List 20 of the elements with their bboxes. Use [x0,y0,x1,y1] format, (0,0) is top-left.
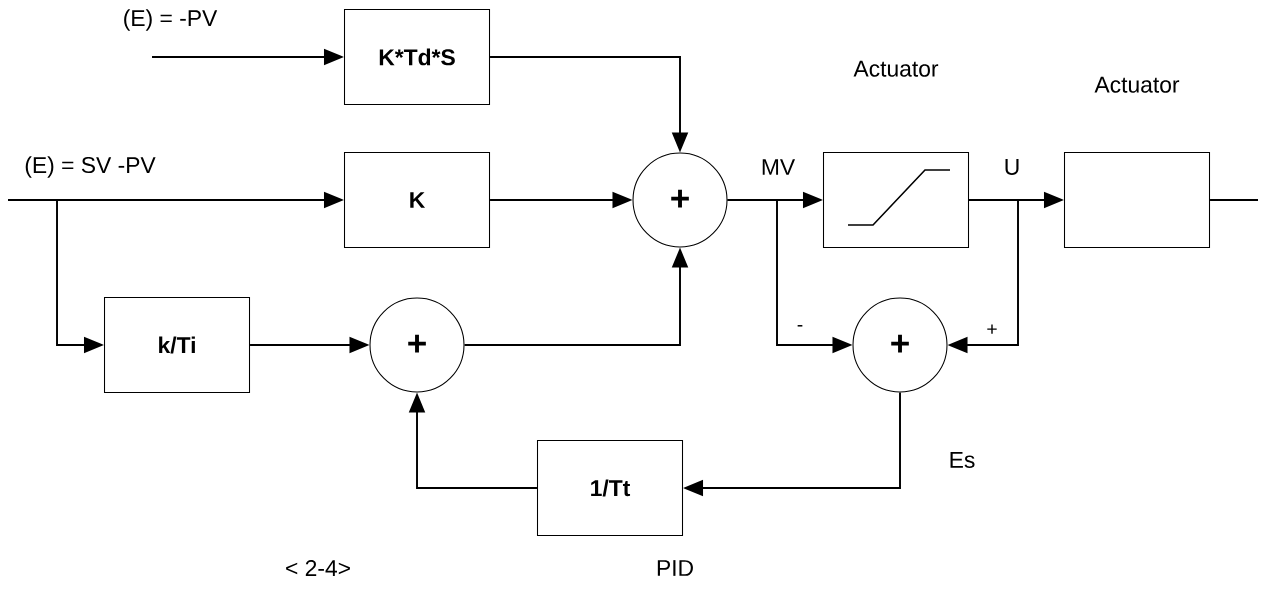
block-box: K [344,151,491,248]
edge-label: (E) = SV -PV [22,154,158,180]
summing-junction: + [852,297,948,393]
block-box: 1/Tt [537,439,684,536]
edge-label: - [795,323,805,333]
node-label: Actuator [1094,76,1180,93]
block-box: Actuator [1063,76,1211,248]
caption-text: < 2-4> [286,560,350,576]
caption-text: PID [657,560,693,576]
node-label: Actuator [853,60,939,77]
edge-label: (E) = -PV [120,7,220,33]
block-box: K*Td*S [344,8,491,105]
summing-junction: + [632,152,728,248]
block-box: Actuator [822,60,970,248]
edge-label: MV [759,157,797,177]
edge-label: Es [946,450,978,470]
edge-label: + [984,322,1000,338]
block-box: k/Ti [104,296,251,393]
edge-label: U [1002,157,1022,177]
summing-junction: + [369,297,465,393]
